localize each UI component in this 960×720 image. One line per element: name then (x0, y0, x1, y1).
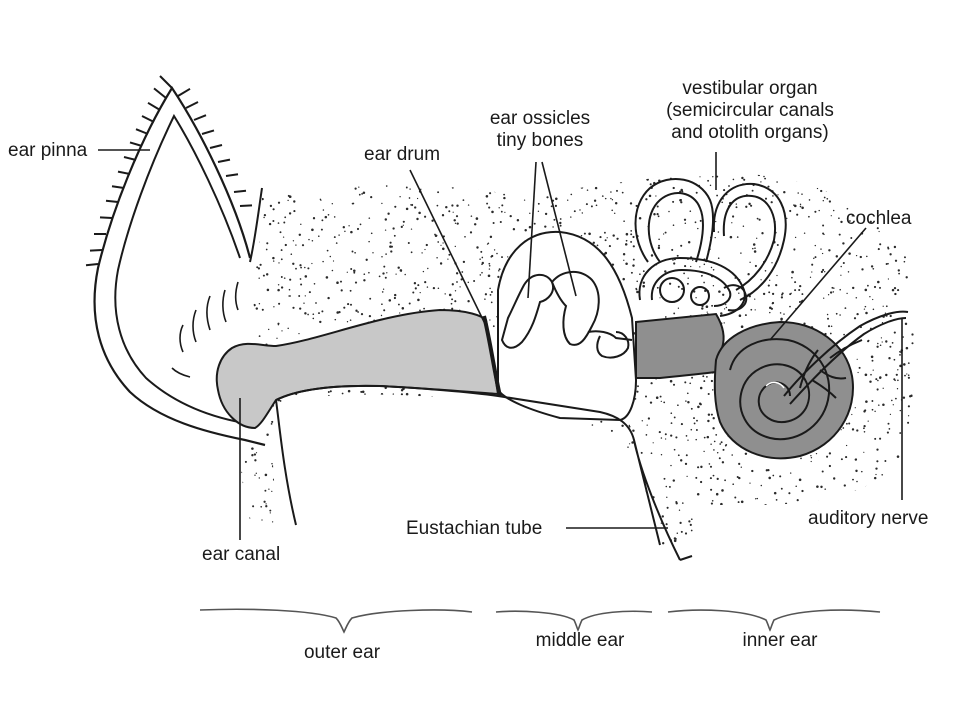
ear-drum-label: ear drum (364, 144, 441, 165)
cochlea-shape (713, 320, 854, 460)
ear-drum-pointer (409, 169, 489, 331)
ear-pinna (85, 75, 266, 447)
ear-pinna-label: ear pinna (8, 140, 88, 161)
region-braces (199, 608, 881, 634)
auditory-nerve-label: auditory nerve (808, 508, 929, 529)
semicircular-canals (634, 178, 787, 317)
vestibular-label-line2: (semicircular canals (666, 100, 834, 121)
outer-ear-brace (199, 608, 473, 634)
ear-drum-membrane (482, 315, 502, 397)
middle-ear-brace (495, 610, 653, 632)
ear-ossicles-label-line2: tiny bones (496, 130, 584, 151)
ear-canal-shape (215, 308, 500, 430)
ear-ossicles-label: ear ossicles tiny bones (490, 108, 590, 152)
vestibular-organ-label: vestibular organ (semicircular canals an… (666, 78, 834, 144)
vestibular-label-line1: vestibular organ (682, 78, 818, 99)
cochlea-label: cochlea (846, 208, 912, 229)
eustachian-tube-label: Eustachian tube (406, 518, 543, 539)
vestibular-label-line3: and otolith organs) (671, 122, 829, 143)
ear-canal-label: ear canal (202, 544, 281, 565)
inner-ear-region-label: inner ear (742, 630, 818, 651)
temporal-bone-outline (275, 384, 681, 561)
ossicles (500, 271, 633, 359)
ossicles-pointer-2 (541, 161, 577, 297)
inner-ear-brace (667, 609, 881, 632)
cochlea-pointer (769, 227, 867, 341)
vestibule (635, 312, 725, 379)
auditory-nerve-shape (783, 310, 909, 405)
ear-ossicles-label-line1: ear ossicles (489, 108, 591, 129)
ossicles-pointer-1 (527, 161, 537, 299)
middle-ear-region-label: middle ear (535, 630, 625, 651)
leader-lines (98, 149, 903, 540)
outer-ear-region-label: outer ear (303, 642, 381, 663)
